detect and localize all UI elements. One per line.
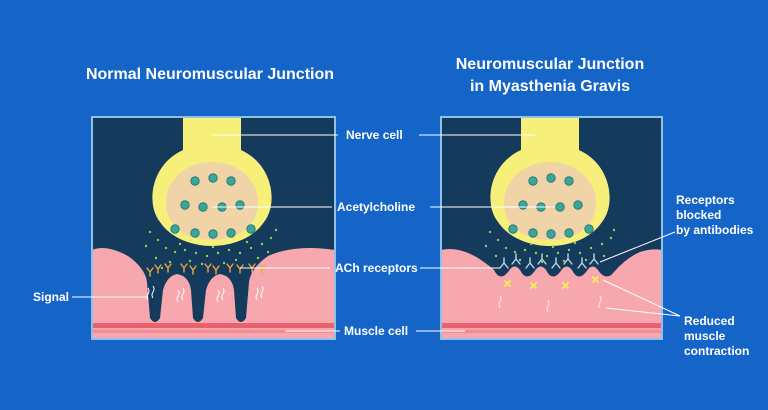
label-receptors-blocked-2: blocked <box>676 208 722 222</box>
mg-panel-border <box>440 116 663 340</box>
normal-panel-border <box>91 116 336 340</box>
mg-muscle-band-light <box>441 330 662 333</box>
label-receptors-blocked-3: by antibodies <box>676 223 754 237</box>
label-ach-receptors: ACh receptors <box>335 261 418 275</box>
title-mg-line2: in Myasthenia Gravis <box>469 78 631 95</box>
mg-muscle-cell <box>441 249 662 339</box>
label-reduced-1: Reduced <box>684 314 735 328</box>
label-acetylcholine: Acetylcholine <box>337 200 416 214</box>
mg-ach-dots <box>484 228 616 264</box>
mg-junction-panel <box>440 116 663 340</box>
mg-antibodies <box>499 253 599 269</box>
normal-junction-panel <box>91 116 336 340</box>
normal-signal-marks <box>146 285 264 303</box>
label-reduced-3: contraction <box>684 344 750 358</box>
mg-vesicles <box>508 173 594 239</box>
normal-ach-dots <box>144 228 278 270</box>
leader-reduced-1 <box>602 279 681 317</box>
leader-lines <box>72 134 681 332</box>
label-nerve-cell: Nerve cell <box>346 128 403 142</box>
normal-ach-receptors <box>146 263 266 277</box>
label-reduced-2: muscle <box>684 329 726 343</box>
mg-muscle-band <box>441 323 662 328</box>
mg-block-marks <box>504 276 599 289</box>
title-normal: Normal Neuromuscular Junction <box>85 66 335 83</box>
title-mg-line1: Neuromuscular Junction <box>455 56 645 73</box>
normal-muscle-band <box>92 323 335 328</box>
leader-reduced-2 <box>605 307 681 317</box>
label-signal: Signal <box>33 290 70 304</box>
mg-signal-marks <box>498 295 602 313</box>
label-muscle-cell: Muscle cell <box>344 324 409 338</box>
leader-blocked <box>599 231 676 263</box>
label-receptors-blocked-1: Receptors <box>676 193 735 207</box>
normal-vesicles <box>170 173 256 239</box>
normal-muscle-cell <box>92 248 335 339</box>
normal-muscle-band-light <box>92 330 335 333</box>
